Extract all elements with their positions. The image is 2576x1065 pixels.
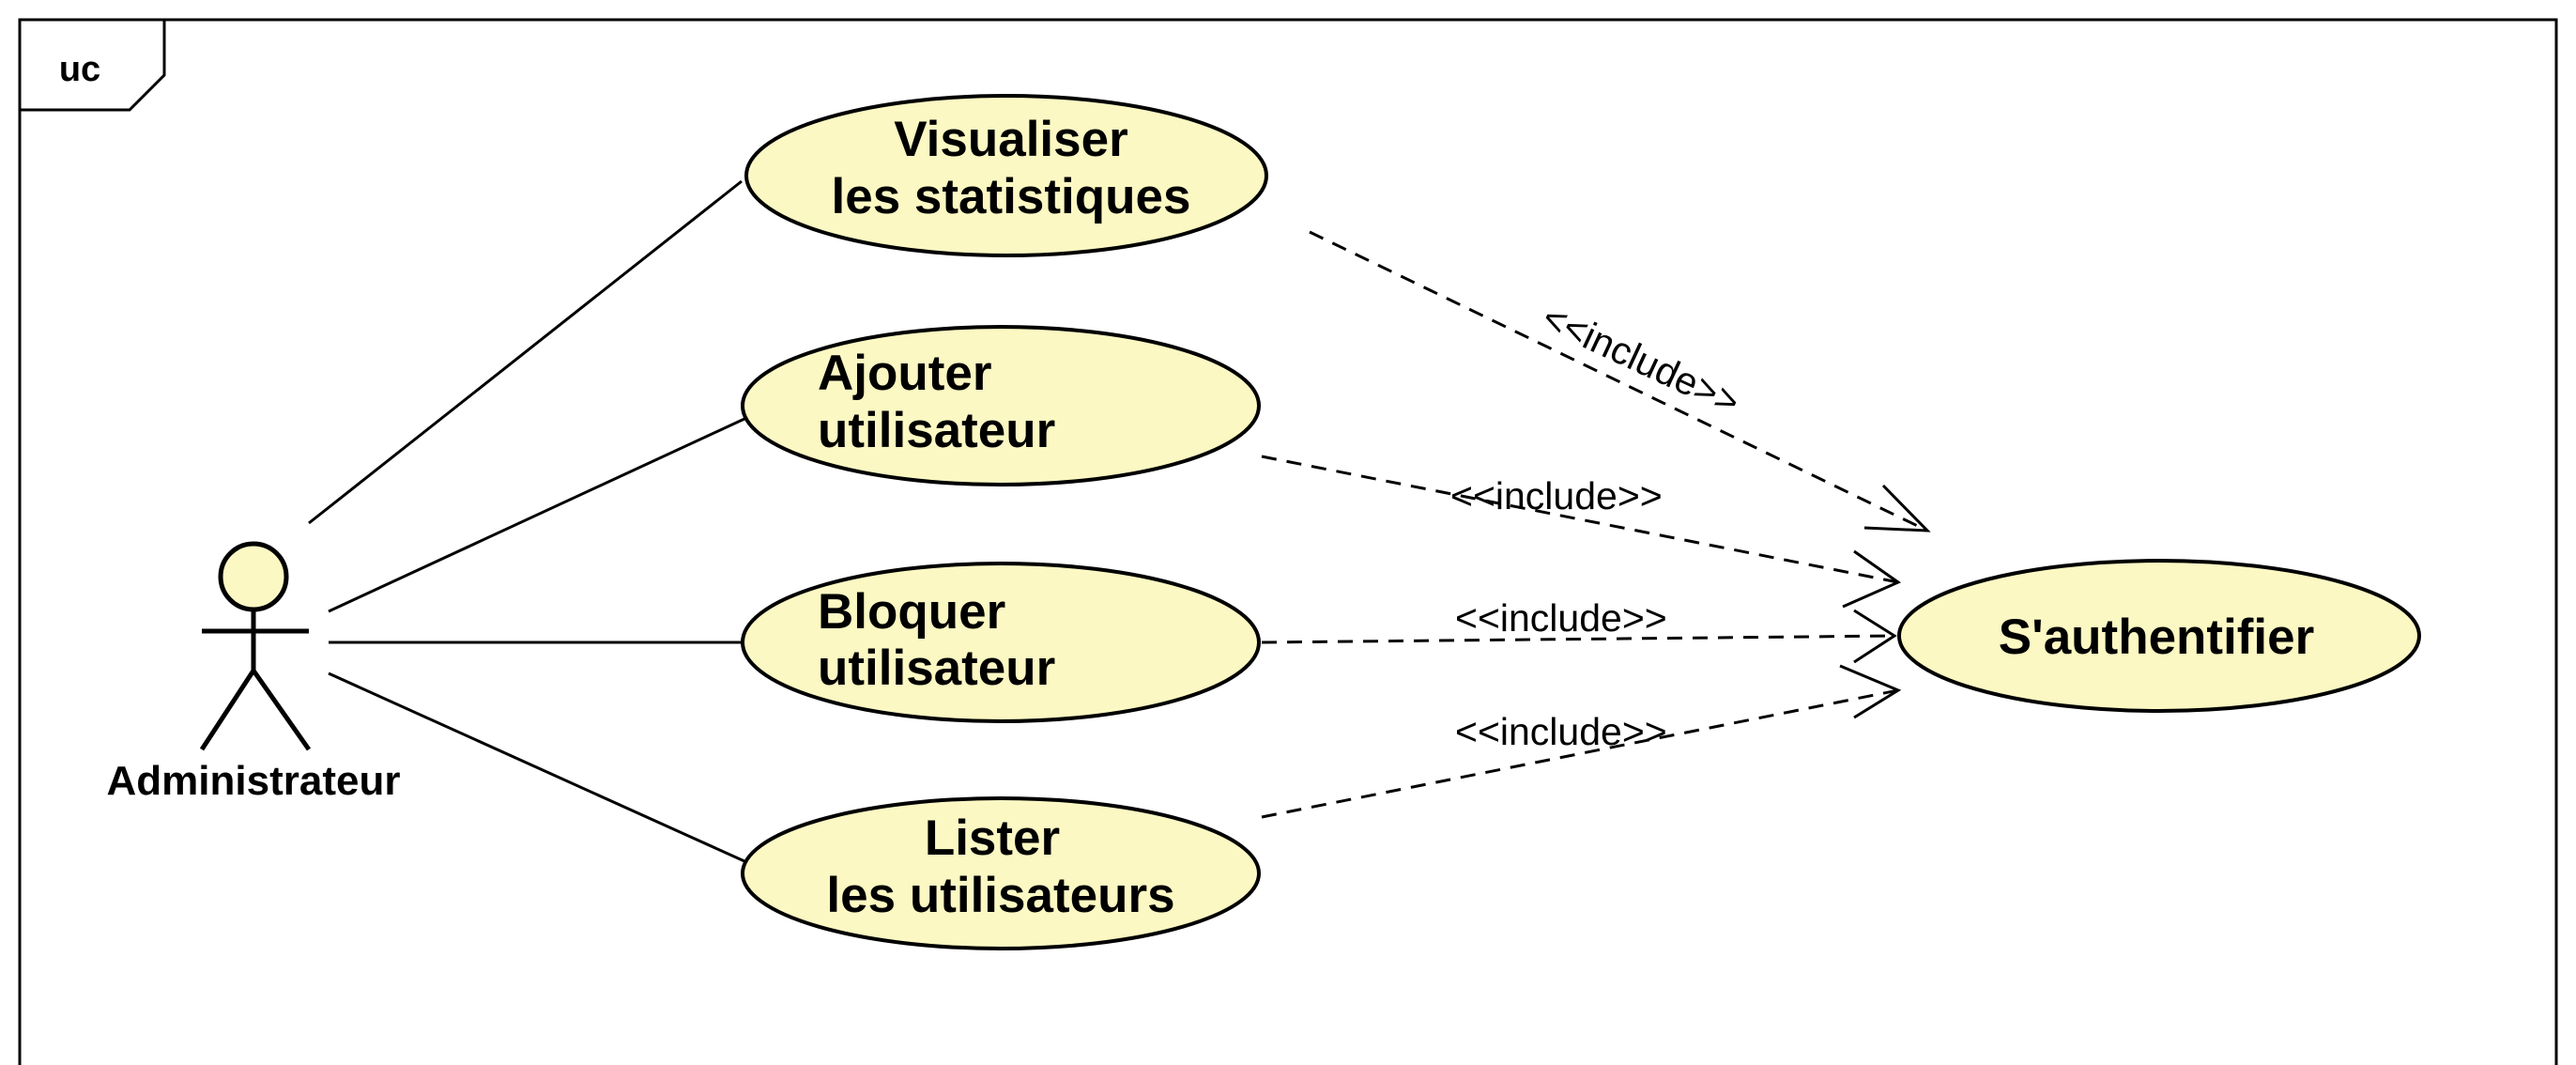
usecase-label-line-1: Lister: [925, 810, 1060, 866]
usecase-label-line-2: les utilisateurs: [826, 868, 1174, 923]
usecase-lister-utilisateurs[interactable]: Lister les utilisateurs: [741, 796, 1261, 950]
usecase-label-line-1: Bloquer: [818, 584, 1005, 640]
include-line-lister: [1261, 688, 1899, 819]
stick-figure-actor-icon: [199, 541, 312, 751]
include-arrowhead-ajouter: [1842, 549, 1902, 609]
usecase-label-line-2: utilisateur: [818, 641, 1055, 696]
association-lines: [308, 179, 745, 863]
diagram-frame: [18, 18, 2558, 1065]
include-label-bloquer: <<include>>: [1455, 596, 1667, 640]
include-line-bloquer: [1261, 634, 1895, 644]
usecase-label-line-1: Visualiser: [894, 112, 1127, 167]
usecase-label-line-2: les statistiques: [832, 169, 1191, 224]
usecase-label-line-1: Ajouter: [818, 346, 992, 401]
frame-tab: [18, 18, 166, 112]
actor-administrateur[interactable]: Administrateur: [107, 541, 401, 804]
usecase-ajouter-utilisateur[interactable]: Ajouter utilisateur: [741, 325, 1261, 486]
include-label-lister: <<include>>: [1455, 710, 1667, 753]
actor-label: Administrateur: [107, 758, 401, 804]
association-lister: [328, 671, 745, 863]
include-arrowhead-bloquer: [1853, 609, 1897, 664]
actor-head: [218, 541, 289, 612]
usecase-label-line-2: utilisateur: [818, 403, 1055, 458]
include-line-ajouter: [1261, 455, 1899, 584]
usecase-bloquer-utilisateur[interactable]: Bloquer utilisateur: [741, 562, 1261, 723]
actor-leg-left: [199, 669, 256, 751]
usecase-ellipse: [741, 562, 1261, 723]
frame-label: uc: [59, 50, 100, 89]
include-arrowhead-visualiser: [1863, 484, 1931, 532]
usecase-label: S'authentifier: [1999, 610, 2315, 665]
association-ajouter: [328, 417, 745, 613]
association-visualiser: [308, 179, 743, 525]
include-line-visualiser: [1309, 230, 1928, 532]
actor-leg-right: [251, 669, 312, 751]
usecase-ellipse: [741, 796, 1261, 950]
include-lines: [1261, 230, 1931, 819]
usecase-ellipse: [744, 94, 1268, 257]
usecase-ellipse: [741, 325, 1261, 486]
include-label-ajouter: <<include>>: [1450, 474, 1663, 517]
usecase-ellipse: [1897, 559, 2421, 713]
usecase-authentifier[interactable]: S'authentifier: [1897, 559, 2421, 713]
include-arrowhead-lister: [1839, 664, 1902, 719]
usecase-visualiser-statistiques[interactable]: Visualiser les statistiques: [744, 94, 1268, 257]
